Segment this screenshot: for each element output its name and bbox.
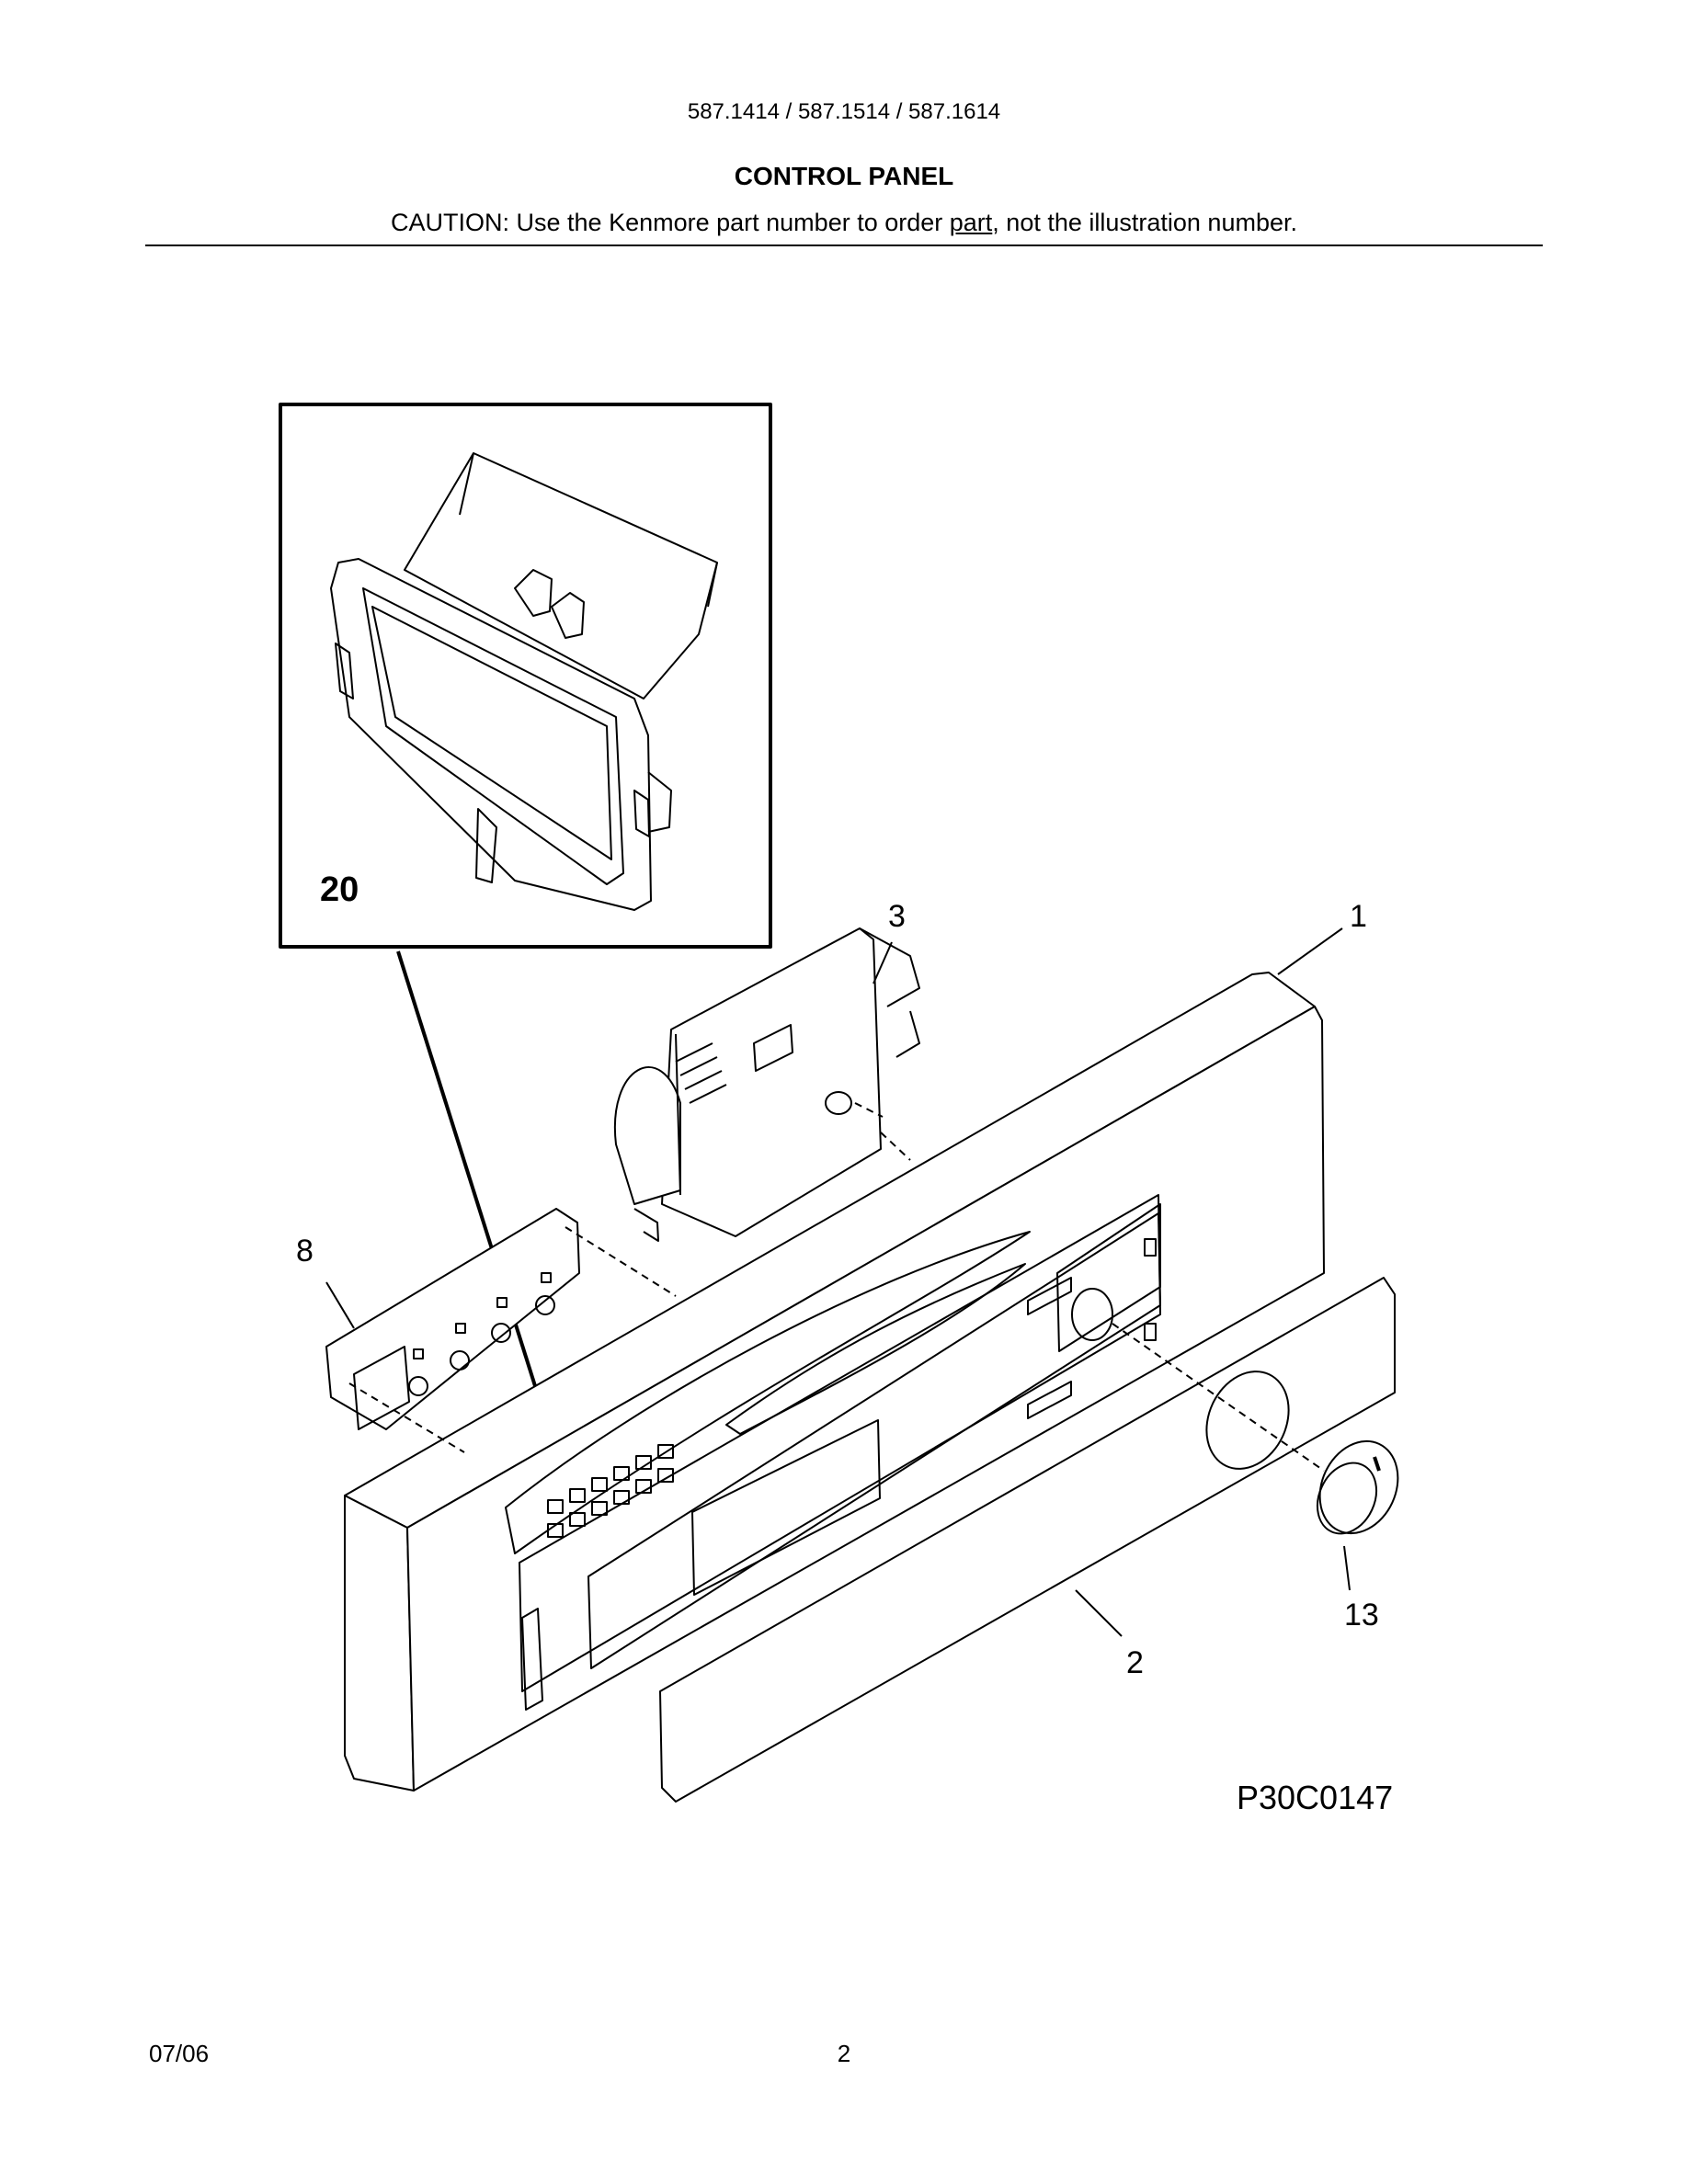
knob-drawing [1316,1439,1399,1535]
page-title: CONTROL PANEL [734,162,954,190]
dispenser-drawing [330,452,718,911]
bracket-leader [325,1281,355,1329]
inset-leader-line [396,950,553,1439]
timer-drawing [613,927,920,1242]
model-numbers: 587.1414 / 587.1514 / 587.1614 [687,99,1001,124]
caution-note: CAUTION: Use the Kenmore part number to … [0,209,1688,237]
bracket-dash-line [565,1226,677,1297]
overlay-knob-ring [1205,1371,1290,1470]
panel-leader [1277,927,1343,975]
button-grid [547,1444,674,1538]
knob-dash-line [1112,1323,1325,1472]
timer-leader [873,941,893,984]
inset-box [279,403,772,949]
overlay-leader [1075,1589,1123,1637]
caution-prefix: CAUTION: Use the Kenmore part number to … [391,209,950,236]
callout-3: 3 [888,899,906,934]
callout-13: 13 [1344,1598,1379,1632]
callout-8: 8 [296,1234,314,1268]
header-rule [145,245,1543,246]
bracket-drawing [325,1208,580,1430]
drawing-code: P30C0147 [1237,1779,1393,1816]
callout-1: 1 [1350,899,1367,934]
caution-suffix: , not the illustration number. [992,209,1297,236]
knob-leader [1343,1545,1351,1591]
console-panel-drawing [344,972,1325,1792]
timer-dash-line [854,1102,884,1118]
callout-20: 20 [320,870,359,909]
caution-underlined: part [949,209,993,236]
callout-2: 2 [1126,1645,1144,1680]
footer-date: 07/06 [149,2040,210,2067]
page-number: 2 [837,2040,851,2067]
